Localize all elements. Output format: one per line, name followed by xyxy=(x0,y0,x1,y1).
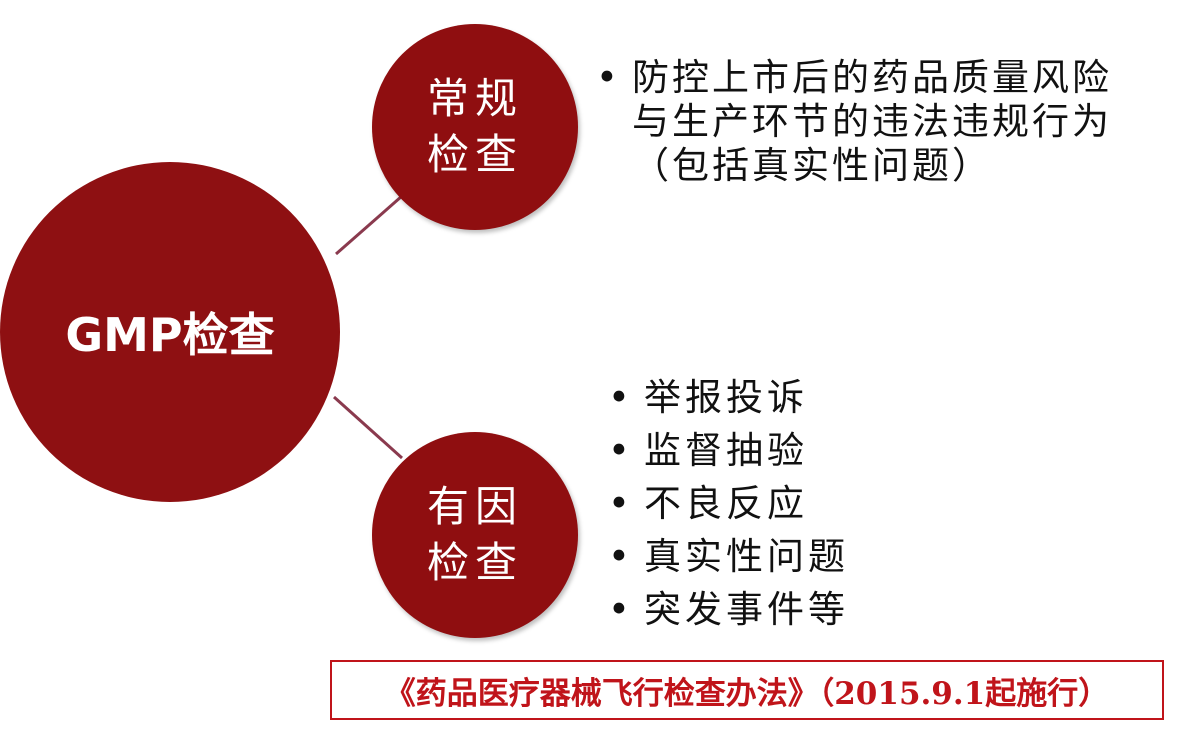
branch-node-routine-inspection: 常规检查 xyxy=(372,24,578,230)
connector-main-to-cause xyxy=(332,395,404,460)
regulation-reference-text: 《药品医疗器械飞行检查办法》（2015.9.1起施行） xyxy=(384,675,1110,712)
main-node-label: GMP检查 xyxy=(65,308,275,362)
connector-main-to-routine xyxy=(335,194,403,256)
list-item: 防控上市后的药品质量风险与生产环节的违法违规行为（包括真实性问题） xyxy=(592,56,1122,188)
routine-inspection-bullet-list: 防控上市后的药品质量风险与生产环节的违法违规行为（包括真实性问题） xyxy=(592,56,1122,188)
list-item: 监督抽验 xyxy=(604,424,1004,477)
branch-node-label: 常规检查 xyxy=(426,74,523,179)
for-cause-inspection-bullet-list: 举报投诉 监督抽验 不良反应 真实性问题 突发事件等 xyxy=(604,371,1004,636)
regulation-reference-box: 《药品医疗器械飞行检查办法》（2015.9.1起施行） xyxy=(330,660,1164,720)
list-item: 不良反应 xyxy=(604,477,1004,530)
list-item: 真实性问题 xyxy=(604,530,1004,583)
main-node-gmp-inspection: GMP检查 xyxy=(0,162,340,502)
list-item: 突发事件等 xyxy=(604,583,1004,636)
branch-node-for-cause-inspection: 有因检查 xyxy=(372,432,578,638)
branch-node-label: 有因检查 xyxy=(426,482,523,587)
list-item: 举报投诉 xyxy=(604,371,1004,424)
